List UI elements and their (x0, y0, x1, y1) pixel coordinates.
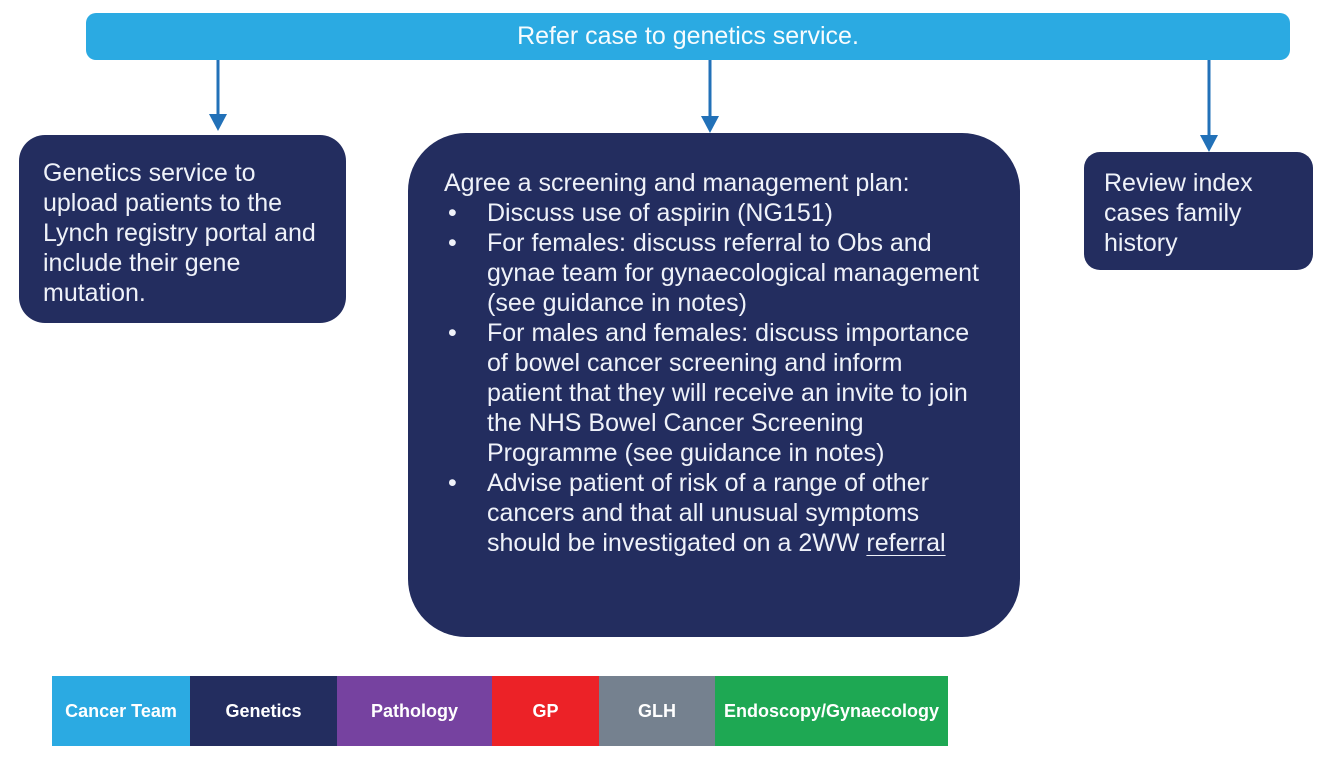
genetics-upload-text: Genetics service to upload patients to t… (43, 159, 316, 307)
bullet-text: For males and females: discuss importanc… (487, 319, 970, 467)
legend-item-cancer-team: Cancer Team (52, 676, 190, 746)
connector-arrow-right (1200, 60, 1218, 152)
bullet-item: For males and females: discuss importanc… (444, 318, 983, 468)
legend-label: Pathology (370, 700, 458, 721)
legend-label: Endoscopy/Gynaecology (723, 700, 940, 721)
bullet-text: Discuss use of aspirin (NG151) (487, 199, 833, 227)
bullet-text: For females: discuss referral to Obs and… (487, 229, 979, 317)
bullet-text: Advise patient of risk of a range of oth… (487, 469, 929, 557)
screening-plan-node: Agree a screening and management plan: D… (408, 133, 1020, 637)
screening-plan-bullet-list: Discuss use of aspirin (NG151) For femal… (444, 198, 983, 558)
legend-label: Cancer Team (65, 700, 177, 721)
legend-item-glh: GLH (599, 676, 715, 746)
legend-item-genetics: Genetics (190, 676, 337, 746)
connector-arrow-left (209, 60, 227, 131)
referral-link[interactable]: referral (866, 529, 946, 557)
arrow-shaft (1207, 60, 1211, 135)
bullet-item: Discuss use of aspirin (NG151) (444, 198, 983, 228)
bullet-item: For females: discuss referral to Obs and… (444, 228, 983, 318)
bullet-item: Advise patient of risk of a range of oth… (444, 468, 983, 558)
legend-label: GP (532, 700, 559, 721)
arrow-shaft (708, 60, 712, 116)
genetics-upload-node: Genetics service to upload patients to t… (19, 135, 346, 323)
legend-item-endoscopy-gynaecology: Endoscopy/Gynaecology (715, 676, 948, 746)
connector-arrow-center (701, 60, 719, 133)
legend-item-pathology: Pathology (337, 676, 492, 746)
legend-item-gp: GP (492, 676, 599, 746)
screening-plan-intro: Agree a screening and management plan: (444, 169, 910, 197)
refer-case-banner-node: Refer case to genetics service. (86, 13, 1290, 60)
review-history-node: Review index cases family history (1084, 152, 1313, 270)
team-color-legend: Cancer Team Genetics Pathology GP GLH En… (52, 676, 948, 746)
arrow-shaft (216, 60, 220, 114)
arrow-down-icon (209, 114, 227, 131)
review-history-text: Review index cases family history (1104, 169, 1253, 257)
refer-case-banner-label: Refer case to genetics service. (517, 22, 859, 50)
arrow-down-icon (701, 116, 719, 133)
arrow-down-icon (1200, 135, 1218, 152)
legend-label: Genetics (225, 700, 302, 721)
legend-label: GLH (638, 700, 676, 721)
